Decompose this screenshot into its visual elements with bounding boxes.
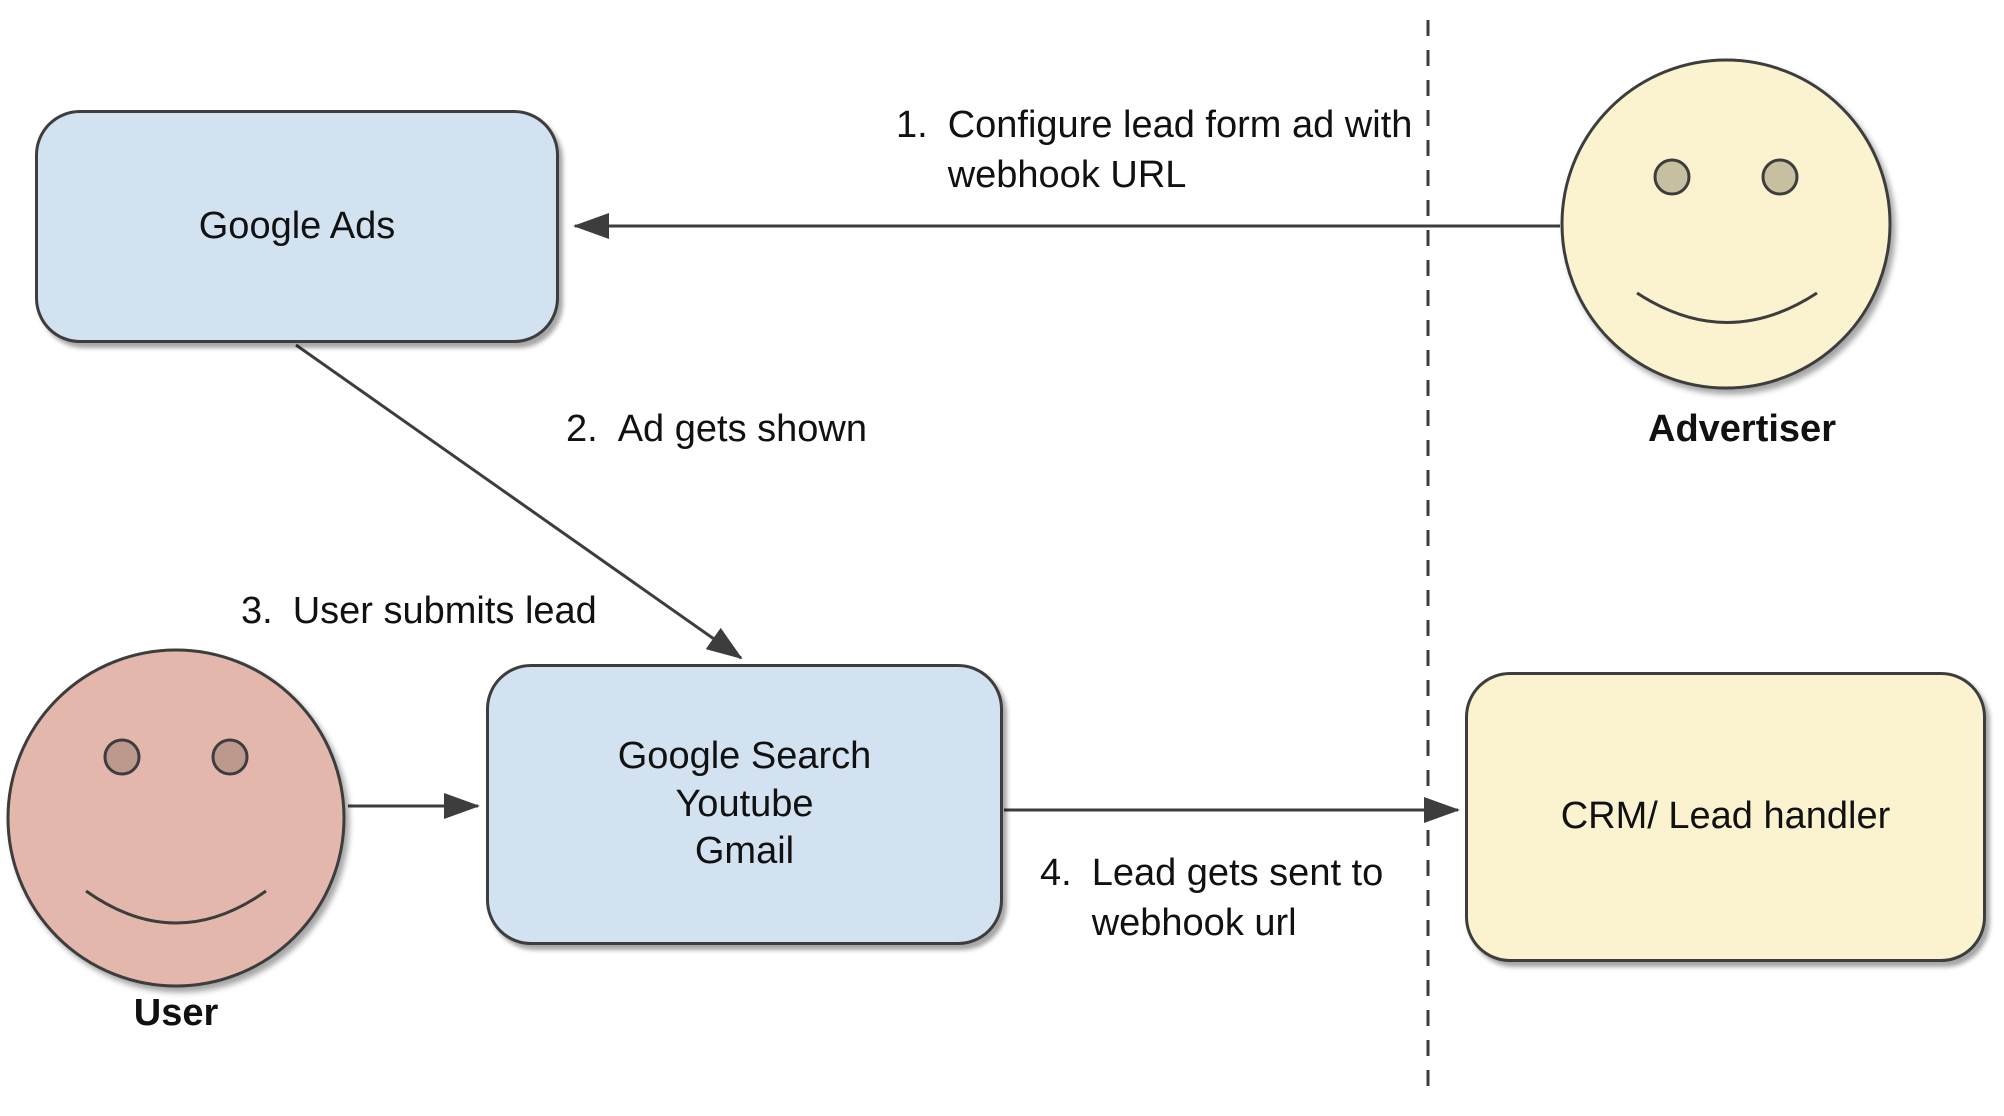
google-surfaces-node: Google Search Youtube Gmail bbox=[486, 664, 1003, 945]
step-4-text: Lead gets sent to webhook url bbox=[1092, 848, 1384, 948]
step-3-number: 3. bbox=[241, 590, 273, 632]
user-label: User bbox=[133, 992, 219, 1034]
google-ads-label: Google Ads bbox=[198, 204, 396, 247]
google-surfaces-line-3: Gmail bbox=[694, 830, 795, 873]
advertiser-right-eye bbox=[1761, 158, 1799, 196]
step-4-text-line-1: Lead gets sent to bbox=[1091, 852, 1384, 894]
advertiser-left-eye bbox=[1653, 158, 1691, 196]
user-left-eye bbox=[103, 738, 141, 776]
step-1-text-line-1: Configure lead form ad with bbox=[947, 104, 1413, 146]
google-surfaces-line-1: Google Search bbox=[617, 734, 872, 777]
step-1-annotation: 1. Configure lead form ad with webhook U… bbox=[896, 100, 1412, 200]
step-4-text-line-2: webhook url bbox=[1091, 902, 1297, 944]
google-surfaces-label: Google Search Youtube Gmail bbox=[618, 733, 872, 877]
step-2-annotation: 2. Ad gets shown bbox=[566, 404, 867, 454]
step-3-text: User submits lead bbox=[292, 590, 597, 632]
google-ads-node: Google Ads bbox=[35, 110, 559, 343]
step-4-number: 4. bbox=[1040, 852, 1072, 894]
step-3-annotation: 3. User submits lead bbox=[241, 586, 597, 636]
step-2-number: 2. bbox=[566, 408, 598, 450]
crm-lead-handler-node: CRM/ Lead handler bbox=[1465, 672, 1986, 962]
step-4-annotation: 4. Lead gets sent to webhook url bbox=[1040, 848, 1383, 948]
user-right-eye bbox=[211, 738, 249, 776]
advertiser-face-icon bbox=[1560, 58, 1892, 390]
step-1-text-line-2: webhook URL bbox=[947, 154, 1187, 196]
step-2-text: Ad gets shown bbox=[617, 408, 867, 450]
google-surfaces-line-2: Youtube bbox=[675, 782, 814, 825]
step-1-number: 1. bbox=[896, 104, 928, 146]
advertiser-head bbox=[1560, 58, 1892, 390]
crm-lead-handler-label: CRM/ Lead handler bbox=[1560, 795, 1891, 838]
arrow-ad-gets-shown bbox=[295, 343, 743, 660]
user-face-icon bbox=[6, 648, 346, 988]
step-1-text: Configure lead form ad with webhook URL bbox=[948, 100, 1413, 200]
user-head bbox=[6, 648, 346, 988]
advertiser-smile bbox=[1636, 291, 1818, 324]
advertiser-label: Advertiser bbox=[1648, 408, 1836, 450]
user-smile bbox=[85, 889, 267, 925]
